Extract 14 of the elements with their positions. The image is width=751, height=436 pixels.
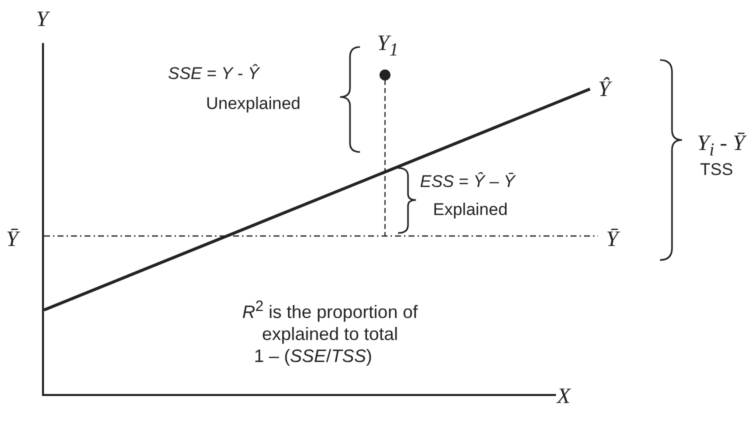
mean-label: Ȳ [6,226,18,252]
axis-label: X [557,383,570,408]
annotation-text: R$^{2}$ is the proportion of explained to total [241,297,419,345]
line-label: Ŷ [598,76,610,102]
formula-label: SSE = Y - Ŷ [168,64,260,84]
point-label: Y$_{1}$ [377,30,398,60]
annotation-text: TSS [700,160,734,180]
annotation-text: Unexplained [206,94,301,114]
mean-label: Ȳ [606,226,618,252]
formula-label: 1 – (SSE/TSS) [254,346,372,367]
axis-label: Y [36,6,48,32]
formula-label: ESS = Ŷ – Ȳ [420,172,515,192]
annotation-text: Explained [433,200,508,220]
formula-label: Y$_{i}$ - Ȳ [697,130,745,160]
